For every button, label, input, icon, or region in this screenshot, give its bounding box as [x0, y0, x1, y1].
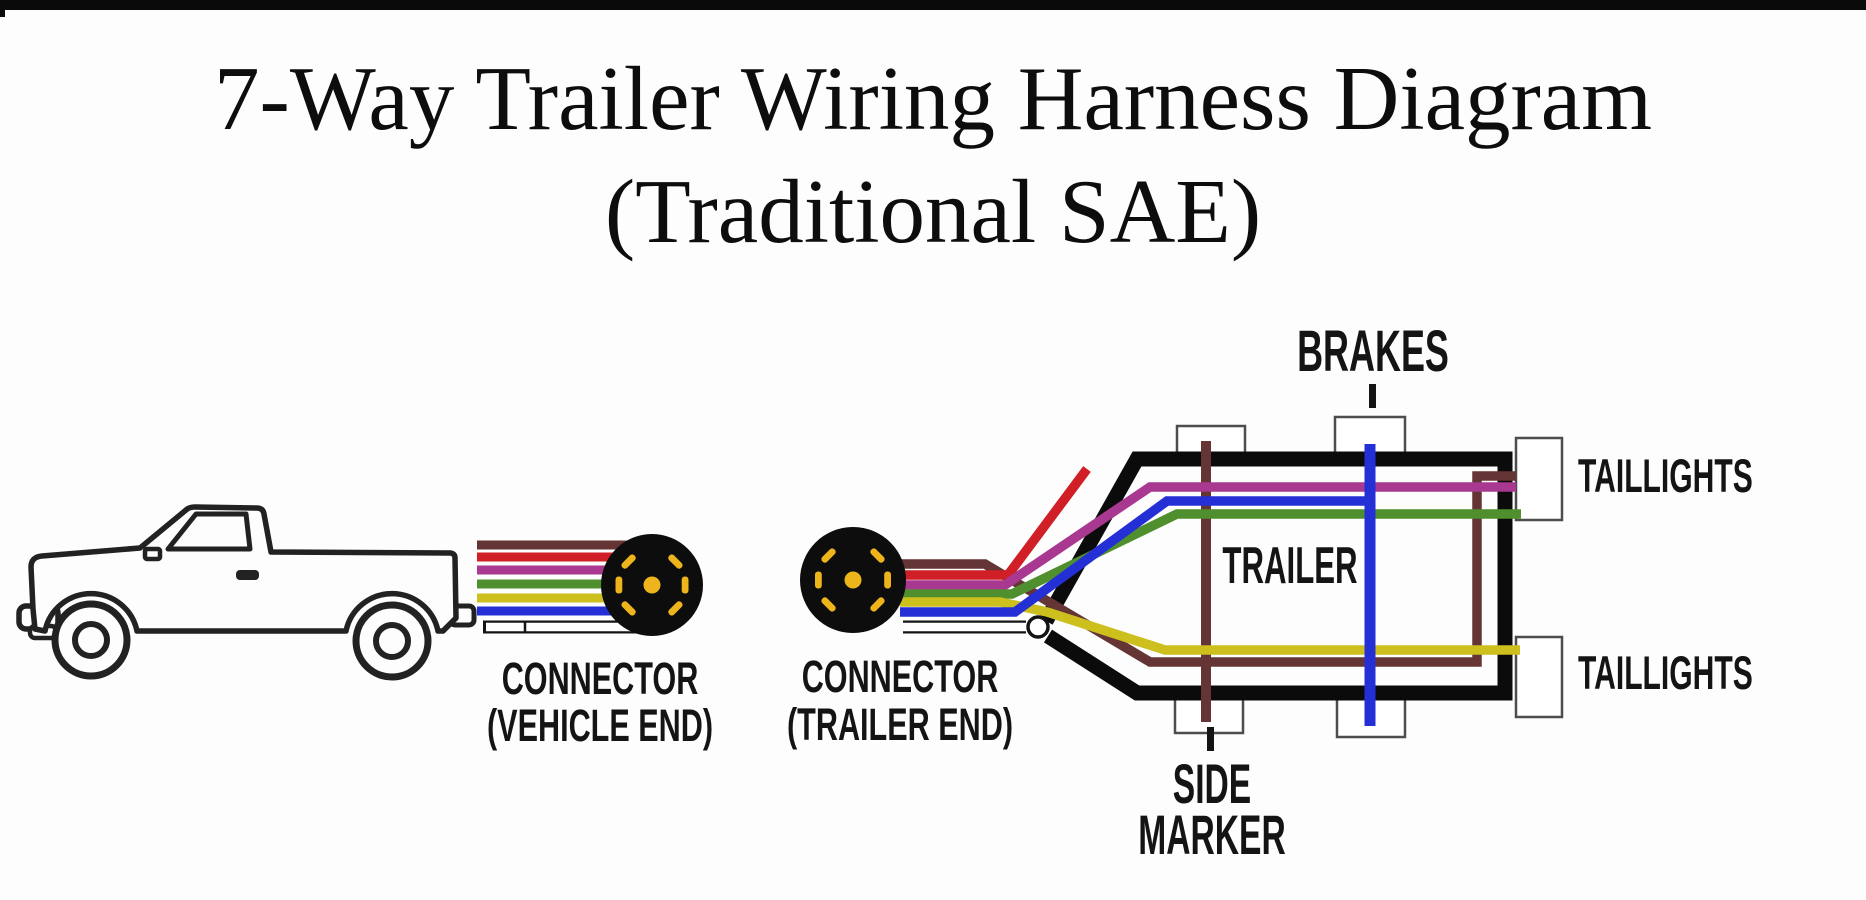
page-title-line2: (Traditional SAE): [604, 161, 1262, 262]
connector-trailer-label-line1: CONNECTOR: [802, 652, 999, 702]
taillights-top-label: TAILLIGHTS: [1578, 450, 1753, 502]
trailer-frame-outline: [1039, 451, 1513, 701]
side-marker-label-line2: MARKER: [1138, 803, 1285, 866]
lamp-box-taillight-top: [1514, 436, 1564, 522]
brakes-label: BRAKES: [1297, 319, 1449, 384]
page-title: 7-Way Trailer Wiring Harness Diagram (Tr…: [0, 42, 1866, 268]
truck-front-wheel: [51, 600, 131, 680]
page-title-line1: 7-Way Trailer Wiring Harness Diagram: [214, 48, 1652, 149]
wire-yellow-trailer: [900, 597, 1520, 655]
truck-body-outline: [28, 504, 459, 634]
tow-vehicle-truck: [16, 504, 477, 681]
side-marker-label-line1: SIDE: [1173, 752, 1251, 815]
truck-door-handle: [236, 570, 259, 580]
connector-vehicle-end: [601, 534, 703, 636]
truck-rear-wheel: [352, 601, 432, 681]
connector-pins: [615, 554, 689, 616]
wire-red-trailer: [900, 466, 1091, 580]
trailer-end-wires: [900, 441, 1521, 726]
trailer-label: TRAILER: [1222, 537, 1357, 595]
wire-white-trailer: [903, 615, 1050, 639]
connector-pins: [815, 548, 891, 612]
connector-vehicle-label-line2: (VEHICLE END): [487, 701, 713, 751]
ground-terminal-ring: [1026, 615, 1050, 639]
brakes-leader-dash: [1369, 384, 1376, 408]
connector-trailer-end: [800, 527, 906, 633]
connector-center-pin: [844, 571, 862, 589]
truck-cab-window: [165, 511, 253, 552]
connector-trailer-label-line2: (TRAILER END): [787, 700, 1013, 750]
lamp-box-brake-top: [1333, 415, 1407, 457]
connector-vehicle-label-line1: CONNECTOR: [502, 654, 699, 704]
letterbox-left-notch: [0, 0, 5, 17]
taillights-bottom-label: TAILLIGHTS: [1578, 647, 1753, 699]
truck-side-mirror: [142, 546, 163, 562]
connector-center-pin: [643, 576, 661, 594]
side-marker-leader-dash: [1207, 727, 1214, 751]
wire-purple-trailer: [900, 482, 1516, 590]
lamp-box-taillight-bottom: [1514, 635, 1564, 719]
wire-blue-trailer: [900, 496, 1368, 617]
letterbox-top-bar: [0, 0, 1866, 10]
wire-brown-trailer: [900, 471, 1516, 667]
wire-white-vehicle: [483, 620, 648, 634]
